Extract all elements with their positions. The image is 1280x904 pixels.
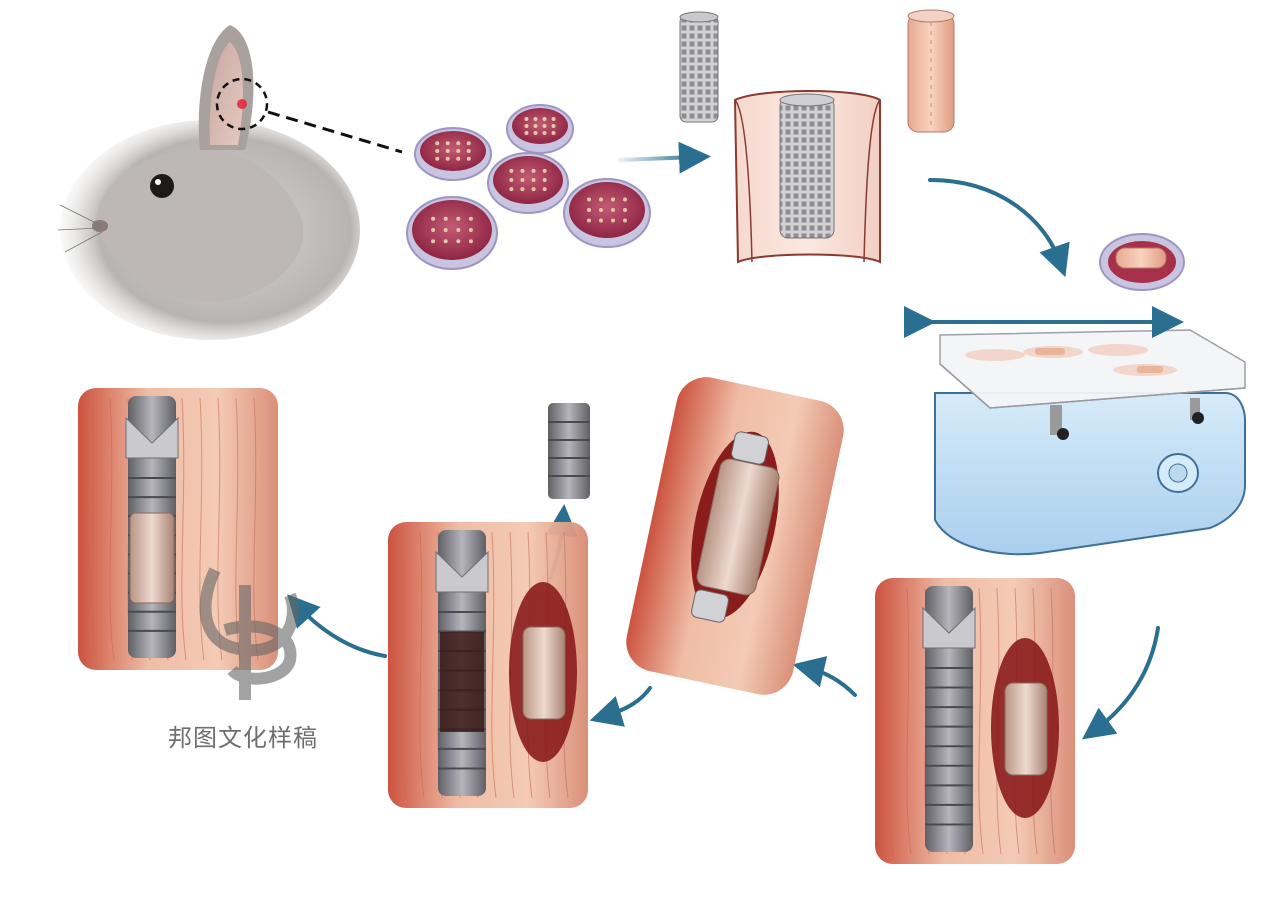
surgical-panel (875, 578, 1075, 864)
petri-dish-icon (414, 127, 492, 181)
surgical-panel (78, 388, 278, 670)
petri-dish-icon (406, 196, 498, 270)
graft-closeup (626, 377, 844, 695)
petri-dish-icon (506, 104, 574, 154)
shaker-icon (904, 306, 1246, 556)
petri-dish-icon (1099, 233, 1185, 291)
watermark-text: 邦图文化样稿 (168, 724, 318, 752)
petri-dish-icon (563, 178, 651, 248)
panels (78, 377, 1075, 864)
petri-dishes (406, 104, 651, 270)
surgical-panel (388, 522, 588, 808)
petri-dish-icon (487, 152, 569, 214)
trachea-icon (548, 403, 590, 499)
rabbit-icon (57, 25, 403, 340)
watermark-logo (199, 567, 299, 700)
scaffold-icon (679, 9, 955, 264)
